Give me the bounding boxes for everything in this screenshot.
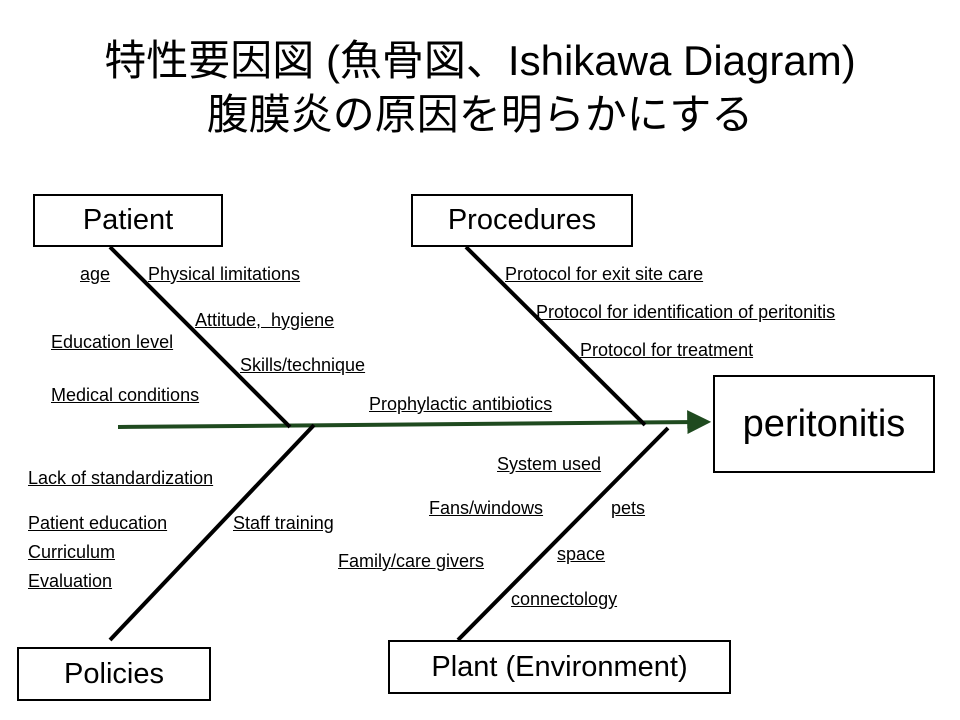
cause-protocol-treatment: Protocol for treatment [580, 340, 754, 360]
cause-lack-of-standardization: Lack of standardization [28, 468, 214, 488]
cause-connectology: connectology [511, 589, 618, 609]
cause-protocol-exit-site-care: Protocol for exit site care [505, 264, 704, 284]
bone-procedures [464, 245, 647, 427]
cause-patient-education: Patient education [28, 513, 168, 533]
cause-space: space [557, 544, 606, 564]
bone-patient [108, 245, 292, 429]
cause-fans-windows: Fans/windows [429, 498, 544, 518]
cause-staff-training: Staff training [233, 513, 334, 533]
bone-policies [108, 423, 316, 642]
cause-evaluation: Evaluation [28, 571, 113, 591]
category-box-patient: Patient [33, 194, 223, 247]
category-label-patient: Patient [82, 204, 174, 236]
effect-label: peritonitis [742, 402, 906, 445]
bone-plant [456, 426, 670, 642]
title-line-2: 腹膜炎の原因を明らかにする [206, 91, 754, 138]
cause-prophylactic-antibiotics: Prophylactic antibiotics [369, 394, 553, 414]
category-label-policies: Policies [64, 657, 164, 690]
cause-attitude-hygiene: Attitude, hygiene [195, 310, 335, 330]
cause-protocol-identification: Protocol for identification of peritonit… [536, 302, 836, 322]
category-label-plant: Plant (Environment) [431, 650, 688, 683]
category-label-procedures: Procedures [447, 204, 597, 236]
category-box-procedures: Procedures [411, 194, 633, 247]
category-box-plant: Plant (Environment) [388, 640, 731, 694]
cause-age: age [80, 264, 111, 284]
effect-box: peritonitis [713, 375, 935, 473]
cause-pets: pets [611, 498, 646, 518]
cause-physical-limitations: Physical limitations [148, 264, 301, 284]
spine-arrow [117, 410, 712, 435]
category-box-policies: Policies [17, 647, 211, 701]
cause-curriculum: Curriculum [28, 542, 116, 562]
cause-system-used: System used [497, 454, 602, 474]
cause-medical-conditions: Medical conditions [51, 385, 200, 405]
title-line-1: 特性要因図 (魚骨図、Ishikawa Diagram) [104, 37, 856, 84]
cause-education-level: Education level [51, 332, 174, 352]
cause-skills-technique: Skills/technique [240, 355, 366, 375]
cause-family-care-givers: Family/care givers [338, 551, 485, 571]
